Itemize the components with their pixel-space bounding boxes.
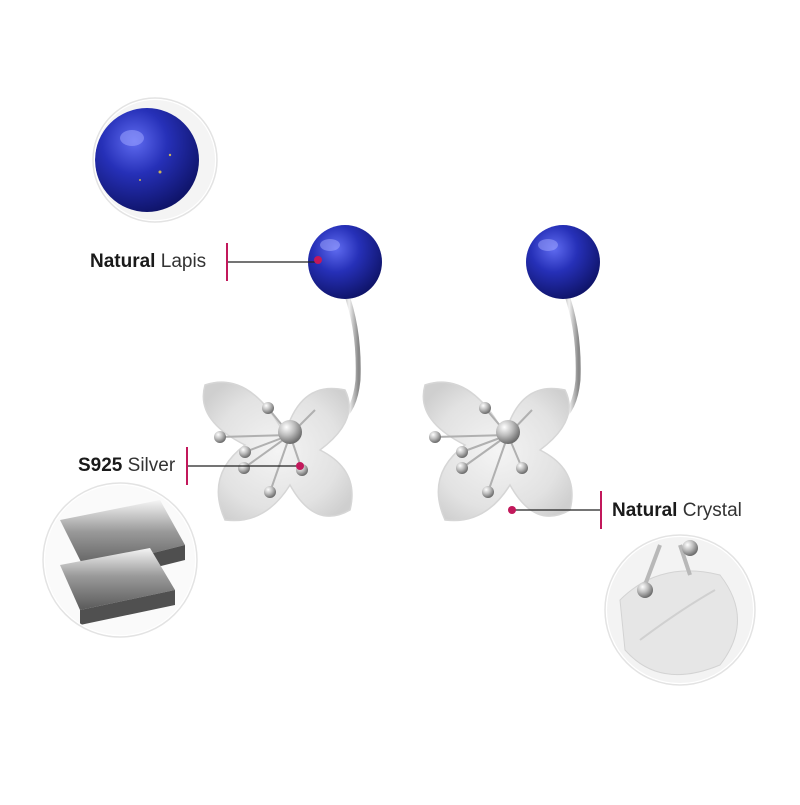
silver-label-strong: S925	[78, 455, 123, 476]
lapis-callout-marker	[226, 243, 228, 281]
silver-callout-marker	[186, 447, 188, 485]
silver-label: S925 Silver	[78, 455, 175, 477]
silver-label-light: Silver	[127, 455, 176, 476]
lapis-label: Natural Lapis	[90, 251, 206, 273]
lapis-callout-line	[228, 256, 322, 264]
crystal-callout-line	[508, 506, 600, 514]
crystal-label-strong: Natural	[612, 500, 678, 521]
right-earring	[422, 225, 600, 522]
lapis-label-light: Lapis	[160, 251, 207, 272]
left-earring	[202, 225, 382, 522]
crystal-callout-marker	[600, 491, 602, 529]
crystal-label-light: Crystal	[682, 500, 742, 521]
silver-zoom-circle	[42, 482, 198, 638]
silver-callout-line	[188, 462, 304, 470]
lapis-zoom-circle	[92, 97, 218, 223]
right-flower	[422, 381, 573, 522]
crystal-label: Natural Crystal	[612, 500, 742, 522]
crystal-zoom-circle	[604, 534, 756, 686]
lapis-label-strong: Natural	[90, 251, 156, 272]
left-flower	[202, 381, 353, 522]
